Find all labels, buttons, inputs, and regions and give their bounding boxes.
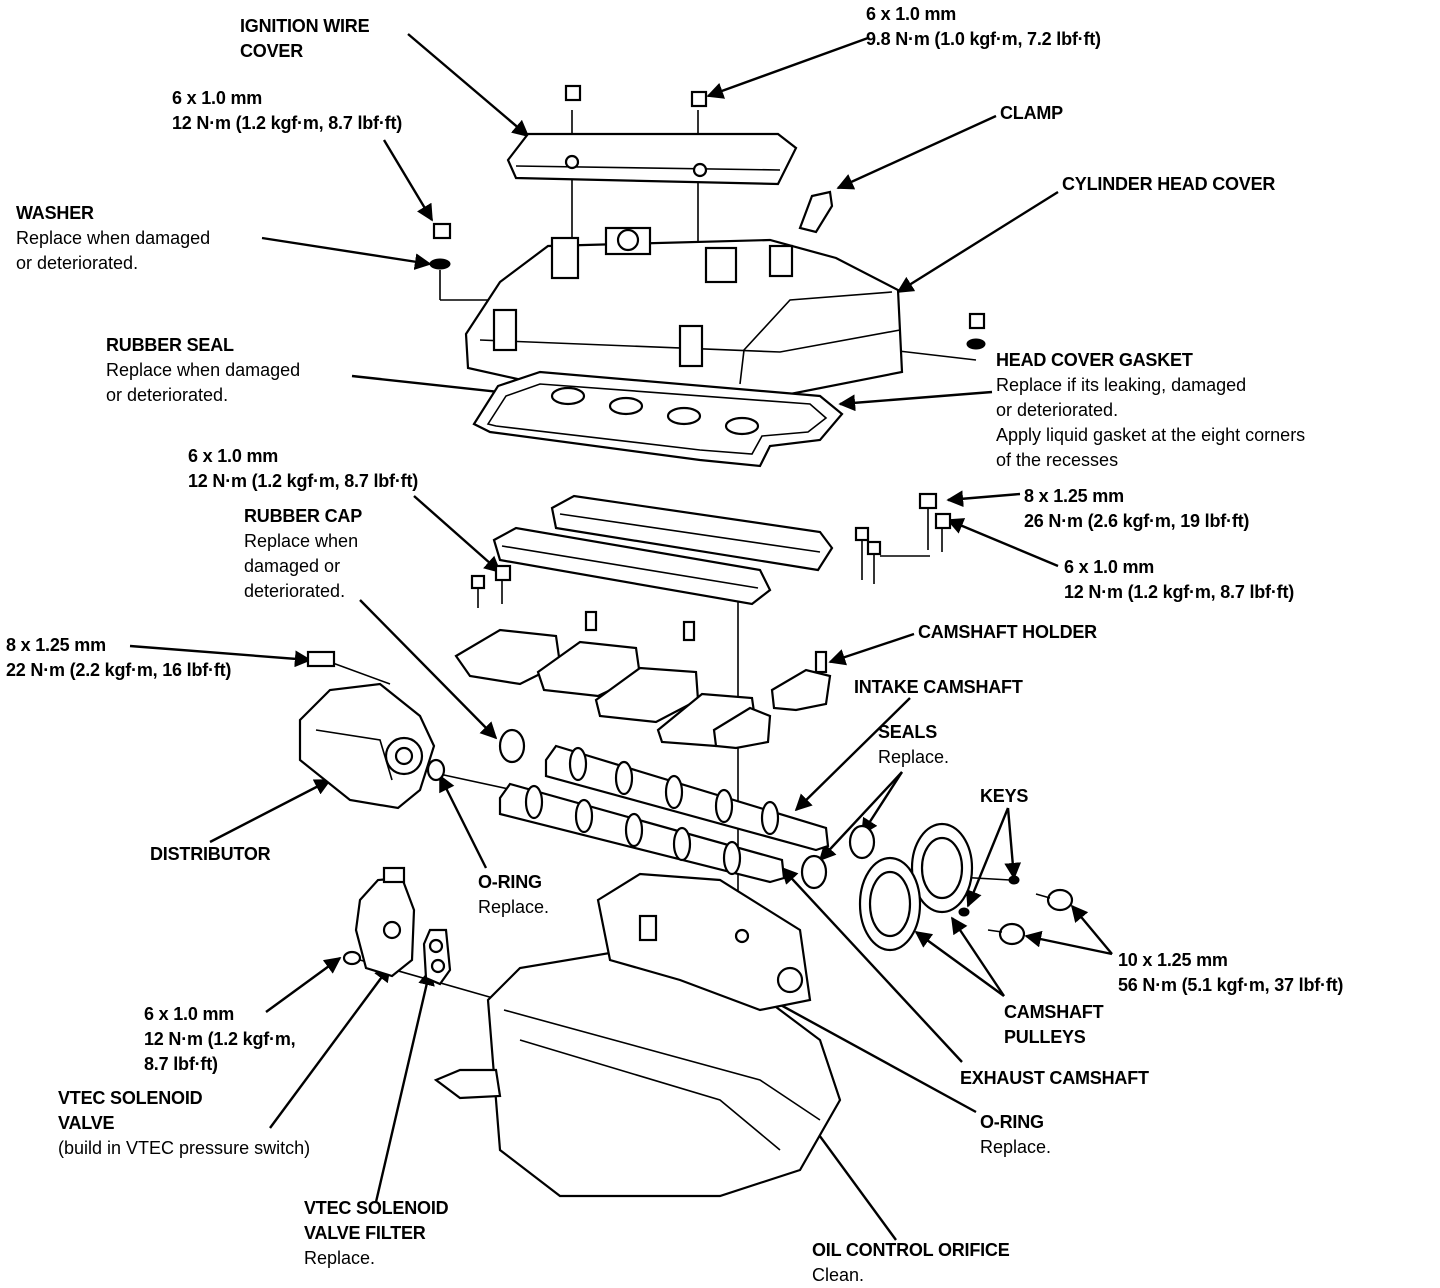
label-washer: WASHER Replace when damaged or deteriora… bbox=[16, 203, 211, 273]
label-camshaft-pulleys: CAMSHAFT PULLEYS bbox=[1004, 1002, 1104, 1047]
label-bolt-mid-left: 6 x 1.0 mm 12 N·m (1.2 kgf·m, 8.7 lbf·ft… bbox=[188, 446, 419, 491]
cylinder-head bbox=[433, 872, 842, 1198]
label-camshaft-holder: CAMSHAFT HOLDER bbox=[918, 622, 1097, 642]
label-keys: KEYS bbox=[980, 786, 1029, 806]
label-bolt-top-left: 6 x 1.0 mm 12 N·m (1.2 kgf·m, 8.7 lbf·ft… bbox=[172, 88, 403, 133]
label-bolt-6-lower: 6 x 1.0 mm 12 N·m (1.2 kgf·m, 8.7 lbf·ft… bbox=[144, 1004, 296, 1074]
label-o-ring-2: O-RING Replace. bbox=[980, 1112, 1052, 1157]
label-intake-camshaft: INTAKE CAMSHAFT bbox=[854, 677, 1023, 697]
label-vtec-solenoid-valve: VTEC SOLENOID VALVE (build in VTEC press… bbox=[58, 1088, 311, 1158]
label-vtec-filter: VTEC SOLENOID VALVE FILTER Replace. bbox=[304, 1198, 449, 1268]
label-clamp: CLAMP bbox=[1000, 103, 1063, 123]
label-exhaust-camshaft: EXHAUST CAMSHAFT bbox=[960, 1068, 1149, 1088]
ignition-wire-cover bbox=[506, 132, 798, 186]
vtec-solenoid-valve-filter bbox=[422, 928, 452, 986]
label-rubber-seal: RUBBER SEAL Replace when damaged or dete… bbox=[106, 335, 301, 405]
distributor bbox=[298, 650, 446, 810]
vtec-solenoid-valve bbox=[342, 866, 416, 978]
pulley-bolts bbox=[987, 888, 1074, 946]
rubber-seals bbox=[550, 386, 760, 436]
label-bolt-10: 10 x 1.25 mm 56 N·m (5.1 kgf·m, 37 lbf·f… bbox=[1118, 950, 1344, 995]
label-bolt-8-left: 8 x 1.25 mm 22 N·m (2.2 kgf·m, 16 lbf·ft… bbox=[6, 635, 232, 680]
label-cylinder-head-cover: CYLINDER HEAD COVER bbox=[1062, 174, 1276, 194]
exhaust-camshaft bbox=[498, 782, 786, 884]
plate-bolts bbox=[470, 492, 952, 608]
label-distributor: DISTRIBUTOR bbox=[150, 844, 271, 864]
label-bolt-8-right: 8 x 1.25 mm 26 N·m (2.6 kgf·m, 19 lbf·ft… bbox=[1024, 486, 1250, 531]
label-oil-control-orifice: OIL CONTROL ORIFICE Clean. bbox=[812, 1240, 1010, 1285]
label-rubber-cap: RUBBER CAP Replace when damaged or deter… bbox=[244, 506, 363, 601]
label-ignition-wire-cover: IGNITION WIRE COVER bbox=[240, 16, 370, 61]
camshaft-seals bbox=[800, 824, 876, 890]
camshaft-holder-plate bbox=[492, 494, 834, 606]
camshaft-holders bbox=[454, 610, 832, 750]
clamp bbox=[798, 190, 834, 234]
cylinder-head-cover bbox=[464, 226, 904, 398]
label-seals: SEALS Replace. bbox=[878, 722, 950, 767]
bolts-top bbox=[429, 84, 986, 350]
label-o-ring-1: O-RING Replace. bbox=[478, 872, 550, 917]
intake-camshaft bbox=[498, 728, 830, 852]
camshaft-pulleys bbox=[858, 822, 1020, 952]
label-bolt-top-right: 6 x 1.0 mm 9.8 N·m (1.0 kgf·m, 7.2 lbf·f… bbox=[866, 4, 1101, 49]
label-head-cover-gasket: HEAD COVER GASKET Replace if its leaking… bbox=[996, 350, 1306, 470]
label-bolt-6-right: 6 x 1.0 mm 12 N·m (1.2 kgf·m, 8.7 lbf·ft… bbox=[1064, 557, 1295, 602]
